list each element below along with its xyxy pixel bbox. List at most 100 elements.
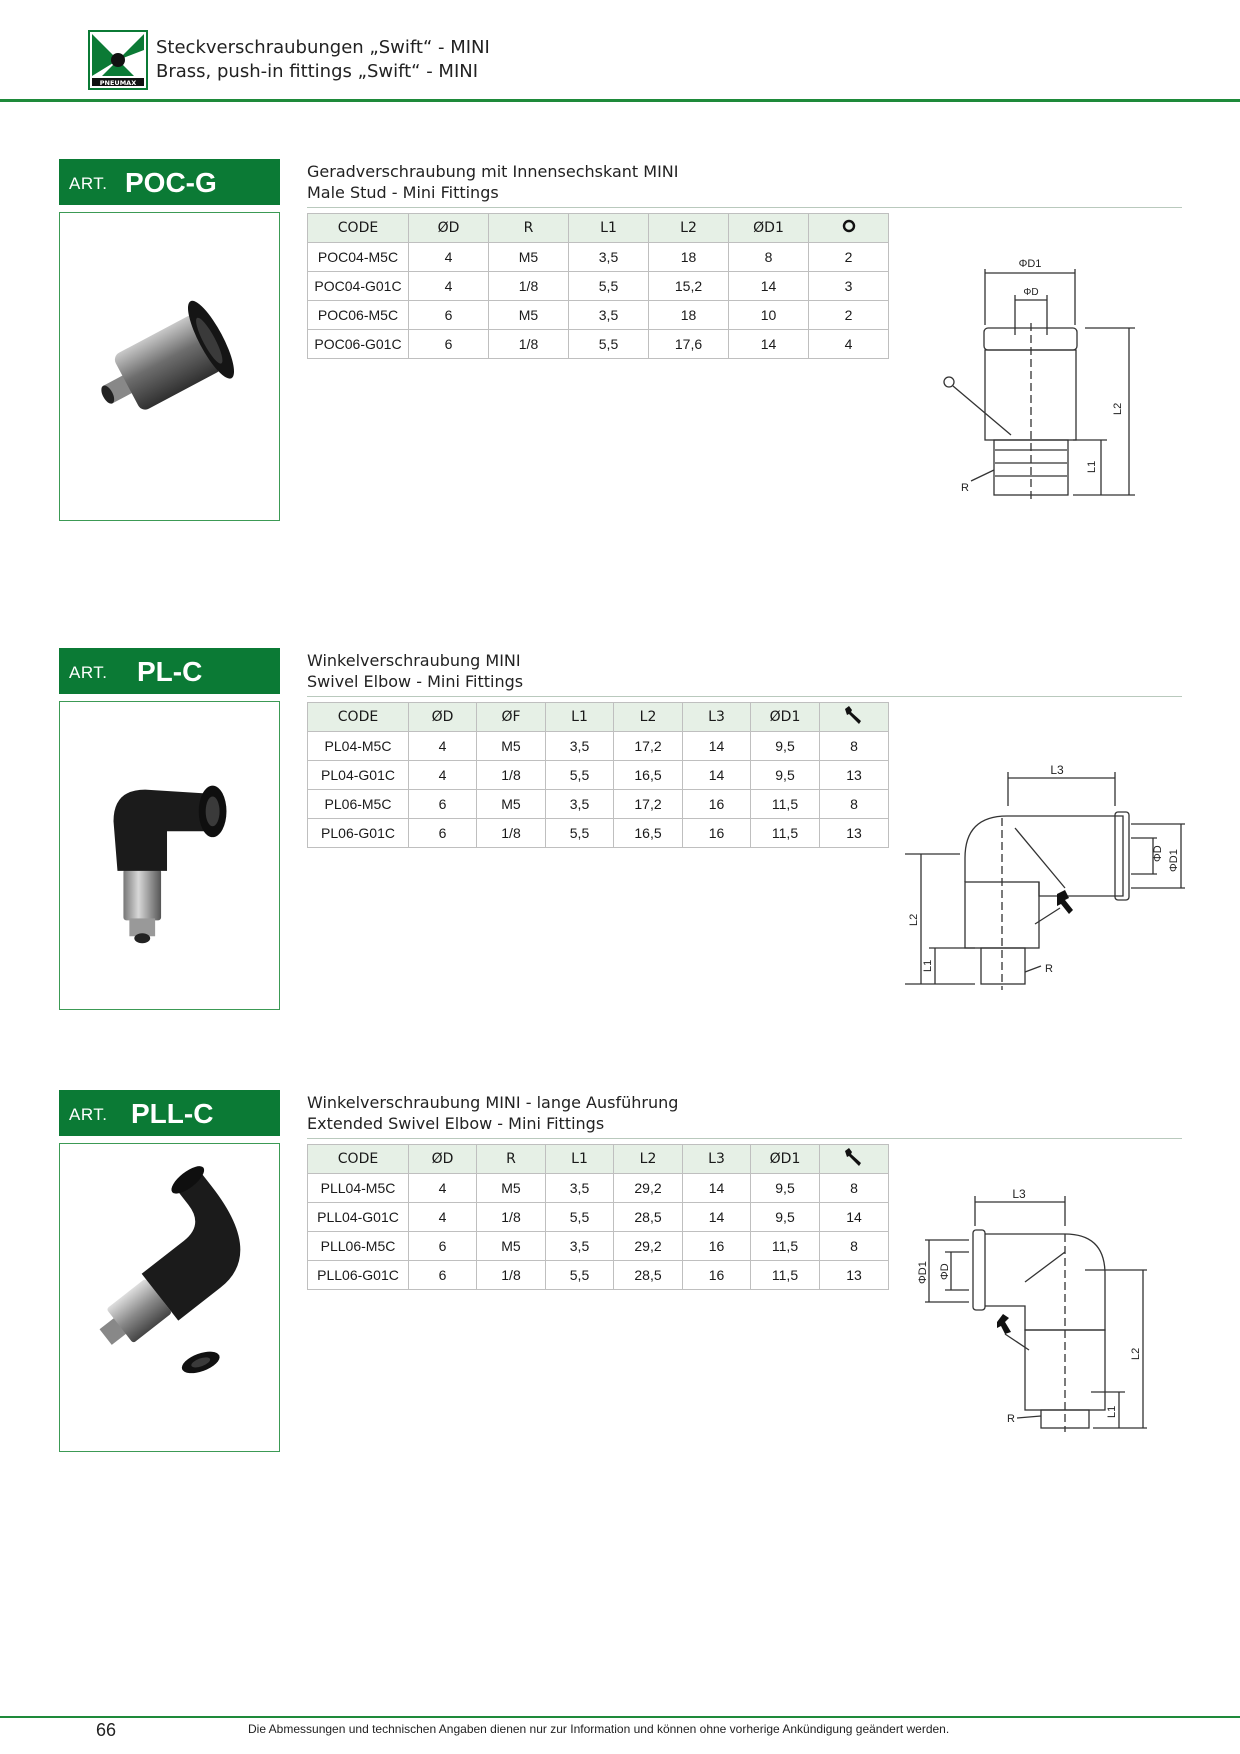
table-cell: 3,5 bbox=[545, 731, 614, 761]
table-cell: 1/8 bbox=[488, 329, 569, 359]
description-de: Winkelverschraubung MINI - lange Ausführ… bbox=[307, 1093, 679, 1112]
table-cell: 4 bbox=[808, 329, 889, 359]
table-cell: 16 bbox=[682, 789, 751, 819]
description-en: Male Stud - Mini Fittings bbox=[307, 183, 499, 202]
description-divider bbox=[307, 696, 1182, 697]
page-number: 66 bbox=[96, 1720, 117, 1740]
dim-l1: L1 bbox=[922, 960, 934, 972]
col-l2: L2 bbox=[613, 702, 683, 732]
table-cell: 11,5 bbox=[750, 1231, 820, 1261]
table-cell: 1/8 bbox=[476, 1260, 546, 1290]
table-cell: M5 bbox=[488, 300, 569, 330]
description-en: Extended Swivel Elbow - Mini Fittings bbox=[307, 1114, 605, 1133]
col-l1: L1 bbox=[545, 702, 614, 732]
technical-drawing: L3 ΦD1 ΦD L2 L1 R bbox=[917, 1187, 1147, 1432]
table-cell: 3 bbox=[808, 271, 889, 301]
col-l3: L3 bbox=[682, 702, 751, 732]
table-cell: 8 bbox=[819, 731, 889, 761]
table-cell: M5 bbox=[488, 242, 569, 272]
section-description: Winkelverschraubung MINI - lange Ausführ… bbox=[307, 1092, 678, 1134]
dim-r: R bbox=[1007, 1413, 1015, 1425]
wrench-mark-icon bbox=[1057, 890, 1073, 914]
table-cell: 17,2 bbox=[613, 731, 683, 761]
art-code: POC-G bbox=[125, 167, 217, 198]
table-cell: 3,5 bbox=[545, 1231, 614, 1261]
table-cell: 11,5 bbox=[750, 818, 820, 848]
table-cell: 11,5 bbox=[750, 789, 820, 819]
table-cell: 5,5 bbox=[545, 760, 614, 790]
table-cell: PLL04-G01C bbox=[307, 1202, 409, 1232]
table-cell: PL04-M5C bbox=[307, 731, 409, 761]
table-cell: 3,5 bbox=[545, 1173, 614, 1203]
col-l1: L1 bbox=[568, 213, 649, 243]
table-cell: PLL06-G01C bbox=[307, 1260, 409, 1290]
dim-l3: L3 bbox=[1050, 763, 1064, 777]
table-cell: 1/8 bbox=[476, 760, 546, 790]
table-cell: 13 bbox=[819, 1260, 889, 1290]
table-cell: 14 bbox=[682, 731, 751, 761]
table-cell: 28,5 bbox=[613, 1202, 683, 1232]
table-cell: 3,5 bbox=[545, 789, 614, 819]
table-cell: M5 bbox=[476, 731, 546, 761]
table-cell: 5,5 bbox=[568, 271, 649, 301]
article-label: ART. POC-G bbox=[59, 159, 280, 205]
table-cell: 6 bbox=[408, 1260, 477, 1290]
table-cell: 4 bbox=[408, 242, 489, 272]
table-cell: 29,2 bbox=[613, 1173, 683, 1203]
art-code: PLL-C bbox=[131, 1098, 214, 1129]
table-cell: 16 bbox=[682, 1260, 751, 1290]
table-cell: 9,5 bbox=[750, 1202, 820, 1232]
header-title-de: Steckverschraubungen „Swift“ - MINI bbox=[156, 37, 490, 58]
table-cell: 6 bbox=[408, 300, 489, 330]
table-cell: 11,5 bbox=[750, 1260, 820, 1290]
description-divider bbox=[307, 1138, 1182, 1139]
wrench-icon bbox=[819, 702, 889, 732]
dim-l1: L1 bbox=[1106, 1406, 1118, 1418]
table-cell: 16,5 bbox=[613, 760, 683, 790]
table-cell: PL04-G01C bbox=[307, 760, 409, 790]
table-cell: 4 bbox=[408, 1202, 477, 1232]
table-cell: 8 bbox=[728, 242, 809, 272]
table-cell: 3,5 bbox=[568, 300, 649, 330]
table-cell: M5 bbox=[476, 789, 546, 819]
col-d: ØD bbox=[408, 702, 477, 732]
table-cell: 18 bbox=[648, 300, 729, 330]
table-cell: 2 bbox=[808, 300, 889, 330]
dim-d: ΦD bbox=[1152, 845, 1164, 862]
table-cell: 5,5 bbox=[545, 1202, 614, 1232]
header-title-en: Brass, push-in fittings „Swift“ - MINI bbox=[156, 61, 479, 82]
table-cell: 14 bbox=[819, 1202, 889, 1232]
col-d1: ØD1 bbox=[750, 702, 820, 732]
table-cell: 5,5 bbox=[568, 329, 649, 359]
col-d: ØD bbox=[408, 213, 489, 243]
table-cell: 1/8 bbox=[476, 818, 546, 848]
wrench-mark-icon bbox=[997, 1314, 1011, 1334]
wrench-icon bbox=[819, 1144, 889, 1174]
table-cell: 8 bbox=[819, 1173, 889, 1203]
table-cell: PLL06-M5C bbox=[307, 1231, 409, 1261]
o-ring-icon bbox=[808, 213, 889, 243]
table-cell: 4 bbox=[408, 760, 477, 790]
section-description: Winkelverschraubung MINI Swivel Elbow - … bbox=[307, 650, 523, 692]
logo-text: PNEUMAX bbox=[100, 79, 136, 87]
table-cell: PL06-M5C bbox=[307, 789, 409, 819]
table-cell: 13 bbox=[819, 760, 889, 790]
dim-d: ΦD bbox=[1023, 287, 1038, 298]
table-cell: 8 bbox=[819, 1231, 889, 1261]
pneumax-logo: PNEUMAX bbox=[88, 30, 148, 90]
table-cell: 9,5 bbox=[750, 731, 820, 761]
table-cell: PLL04-M5C bbox=[307, 1173, 409, 1203]
dim-d1: ΦD1 bbox=[917, 1261, 929, 1284]
table-cell: 9,5 bbox=[750, 760, 820, 790]
table-cell: 5,5 bbox=[545, 818, 614, 848]
table-cell: 10 bbox=[728, 300, 809, 330]
col-l3: L3 bbox=[682, 1144, 751, 1174]
